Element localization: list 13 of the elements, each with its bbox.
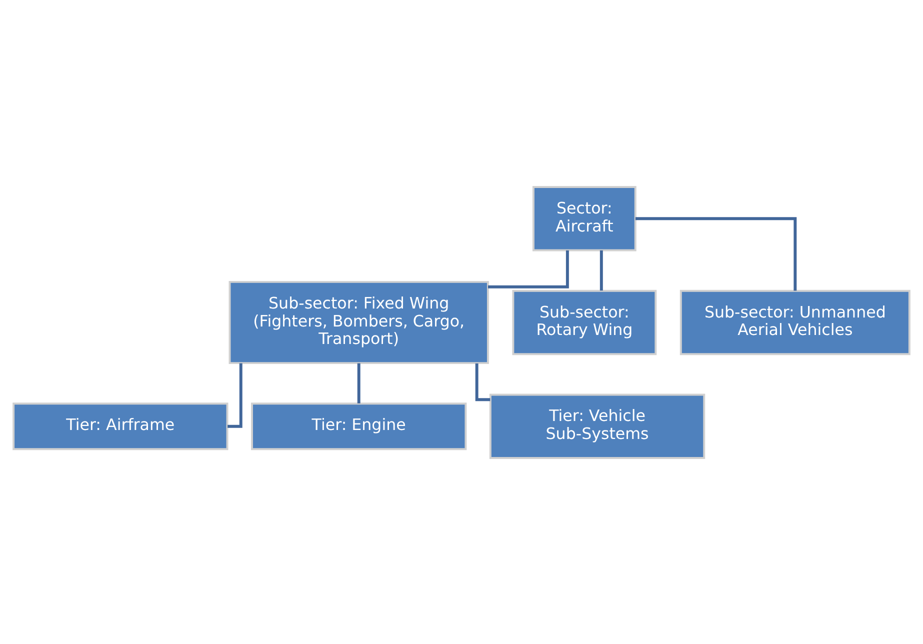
- connector: [488, 250, 569, 288]
- node-box: Sub-sector: Rotary Wing: [512, 289, 657, 355]
- node-box: Tier: Vehicle Sub-Systems: [489, 393, 706, 459]
- connector: [475, 362, 490, 401]
- connector: [228, 362, 242, 428]
- connector: [635, 216, 797, 290]
- node-box: Sector: Aircraft: [532, 185, 636, 251]
- node-box: Tier: Engine: [251, 402, 467, 450]
- connector: [357, 362, 360, 403]
- connector: [600, 250, 603, 290]
- node-box: Sub-sector: Unmanned Aerial Vehicles: [680, 289, 910, 355]
- node-box: Sub-sector: Fixed Wing (Fighters, Bombers, Cargo, Transport): [228, 280, 489, 364]
- node-box: Tier: Airframe: [12, 402, 228, 450]
